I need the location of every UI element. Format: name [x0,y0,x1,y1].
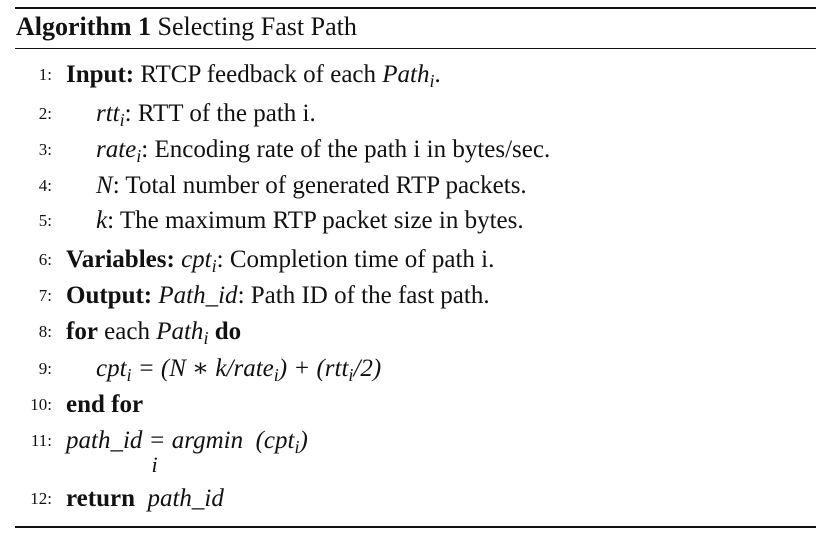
line-number: 6: [38,250,52,269]
line-number: 1: [38,65,52,84]
line-text: : Completion time of path i. [216,246,495,273]
punct: . [434,61,441,88]
algorithm-label: Algorithm 1 [16,12,152,41]
line-text: : RTT of the path i. [124,100,316,127]
equation-part: ) [299,427,308,454]
line-content: return path_id [66,482,224,516]
subscript: i [429,71,435,92]
line-text: : Path ID of the fast path. [237,282,490,309]
line-content: Variables: cpti: Completion time of path… [66,243,494,277]
line-content: for each Pathi do [66,315,241,349]
keyword-do: do [214,318,242,345]
math-var: rate [96,136,137,163]
line-text: : Encoding rate of the path i in bytes/s… [141,136,551,163]
line-number: 2: [38,104,52,123]
line-number: 3: [38,140,52,159]
line-content: Input: RTCP feedback of each Pathi. [66,58,441,92]
line-content: ratei: Encoding rate of the path i in by… [96,133,550,167]
line-number: 8: [38,322,52,341]
line-number: 9: [38,359,52,378]
subscript: i [294,437,300,458]
subscript: i [136,146,142,167]
math-var: Path_id [158,282,238,309]
subscript: i [348,365,354,386]
math-var: cpt [181,246,212,273]
line-content: N: Total number of generated RTP packets… [96,169,527,203]
algorithm-caption: Algorithm 1 Selecting Fast Path [16,12,357,42]
line-content: end for [66,388,143,422]
subscript: i [119,110,125,131]
keyword-end-for: end for [66,391,144,418]
algorithm-title: Selecting Fast Path [157,12,357,41]
line-text: : The maximum RTP packet size in bytes. [107,207,524,234]
caption-rule [15,48,816,49]
line-number: 5: [38,211,52,230]
subscript: i [273,365,279,386]
math-var: Path [382,61,430,88]
argmin-index: i [151,452,158,477]
line-number: 10: [30,395,52,414]
math-var: path_id = argmin [66,427,244,454]
math-var: cpt [96,355,127,382]
math-var: rtt [96,100,120,127]
keyword-return: return [66,485,135,512]
top-rule [15,7,816,9]
bottom-rule [15,526,816,528]
subscript: i [211,256,217,277]
line-content: rtti: RTT of the path i. [96,97,316,131]
subscript: i [126,365,132,386]
line-number: 7: [38,286,52,305]
line-content: Output: Path_id: Path ID of the fast pat… [66,279,490,313]
keyword-variables: Variables: [66,246,175,273]
math-var: Path [156,318,204,345]
equation-part: ) + (rtt [278,355,349,382]
keyword-input: Input: [66,61,135,88]
equation-part: (cpt [255,427,295,454]
equation-part: = (N ∗ k/rate [137,355,274,382]
subscript: i [203,328,209,349]
line-content: k: The maximum RTP packet size in bytes. [96,204,524,238]
line-text: : Total number of generated RTP packets. [112,172,527,199]
line-content: cpti = (N ∗ k/ratei) + (rtti/2) [96,352,381,386]
line-text: each [104,318,150,345]
line-text: RTCP feedback of each [140,61,377,88]
keyword-for: for [66,318,98,345]
line-number: 11: [30,431,52,450]
math-var: N [96,172,113,199]
keyword-output: Output: [66,282,153,309]
equation-part: /2) [353,355,382,382]
line-number: 4: [38,176,52,195]
math-var: k [96,207,108,234]
math-var: path_id [147,485,224,512]
line-number: 12: [30,489,52,508]
